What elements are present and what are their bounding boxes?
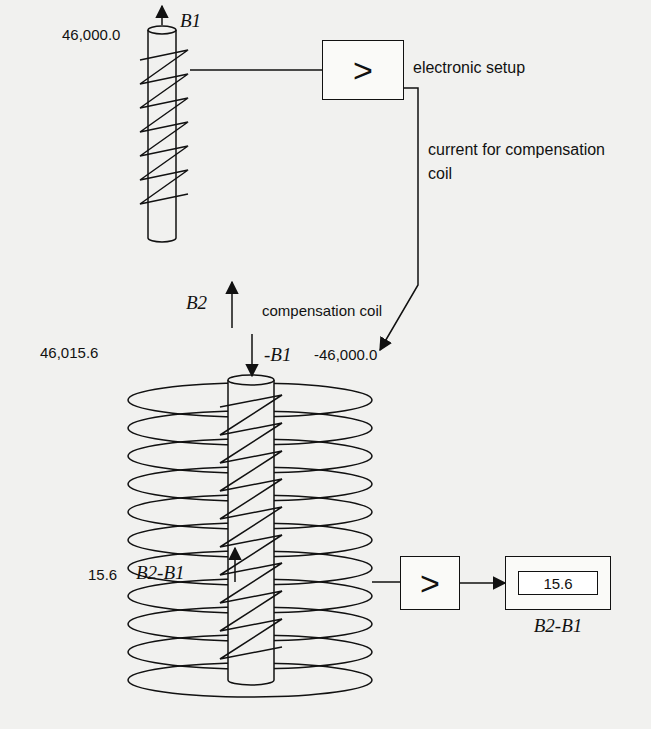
box-label: electronic setup	[413, 59, 525, 77]
coil-winding	[140, 50, 188, 204]
display-value: 15.6	[518, 571, 598, 595]
field-arrow	[161, 6, 163, 25]
current-wire	[380, 88, 418, 350]
value-label: 15.6	[88, 566, 117, 584]
value-label: 46,015.6	[40, 344, 98, 362]
value-label: -46,000.0	[314, 346, 377, 364]
amplifier-box: >electronic setup	[322, 40, 404, 100]
field-arrow	[231, 282, 233, 328]
value-label: 46,000.0	[62, 26, 120, 44]
amplifier-box: >	[400, 556, 460, 610]
field-arrow	[251, 334, 253, 376]
compensation-coil	[128, 375, 372, 697]
value-label: current for compensation coil	[428, 138, 608, 186]
field-arrow	[234, 548, 236, 582]
display-box: 15.6B2-B1	[505, 556, 611, 610]
display-label: B2-B1	[506, 615, 610, 637]
amplifier-symbol: >	[401, 557, 459, 609]
value-label: compensation coil	[262, 302, 382, 320]
field-symbol: -B1	[264, 344, 291, 367]
amplifier-symbol: >	[323, 41, 403, 99]
field-symbol: B2-B1	[136, 562, 185, 585]
field-symbol: B1	[180, 10, 201, 33]
signal-wire	[372, 581, 400, 583]
signal-arrow	[460, 582, 505, 584]
signal-wire	[190, 69, 322, 71]
field-symbol: B2	[186, 292, 207, 315]
